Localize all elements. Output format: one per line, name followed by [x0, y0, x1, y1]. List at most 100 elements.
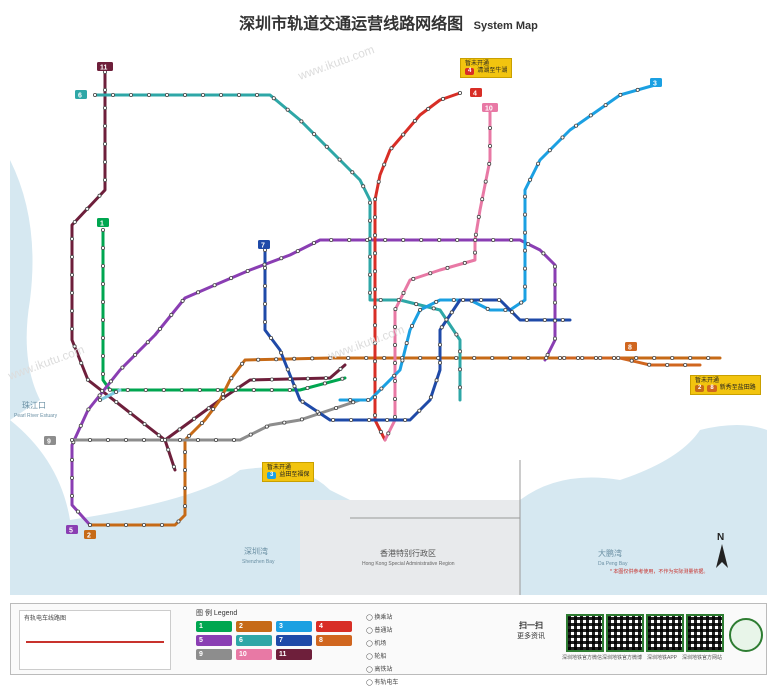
- station-marker: [101, 281, 106, 286]
- line-badge-label: 4: [473, 91, 477, 98]
- station-marker: [603, 103, 608, 108]
- qr-code-site[interactable]: [686, 614, 724, 652]
- station-marker: [70, 437, 75, 442]
- notice-line8-badge: 8: [707, 385, 717, 393]
- legend-symbol: ◯ 高铁站: [366, 667, 393, 673]
- line-badge-label: 3: [653, 81, 657, 88]
- station-marker: [588, 113, 593, 118]
- metro-logo-icon: [729, 618, 763, 652]
- line-badge-3[interactable]: [650, 78, 662, 87]
- line-badge-7[interactable]: [258, 240, 270, 249]
- station-marker: [524, 317, 529, 322]
- station-marker: [177, 427, 182, 432]
- station-marker: [547, 148, 552, 153]
- station-marker: [373, 197, 378, 202]
- station-marker: [311, 240, 316, 245]
- station-marker: [545, 352, 550, 357]
- station-marker: [240, 361, 245, 366]
- station-marker: [161, 387, 166, 392]
- station-marker: [334, 405, 339, 410]
- station-marker: [236, 93, 241, 98]
- station-marker: [70, 236, 75, 241]
- station-marker: [346, 355, 351, 360]
- legend-line-1: 1: [196, 621, 232, 632]
- station-marker: [451, 297, 456, 302]
- notice-line4-title: 暂未开通: [465, 61, 490, 67]
- station-marker: [166, 447, 171, 452]
- station-marker: [417, 408, 422, 413]
- station-marker: [229, 376, 234, 381]
- line-badge-4[interactable]: [470, 88, 482, 97]
- station-marker: [485, 306, 490, 311]
- hk-en: Hong Kong Special Administrative Region: [362, 561, 455, 567]
- station-marker: [372, 341, 377, 346]
- station-marker: [271, 96, 276, 101]
- tram-map-caption: 有轨电车线路图: [24, 616, 67, 622]
- station-marker: [670, 355, 675, 360]
- station-marker: [70, 308, 75, 313]
- station-marker: [523, 230, 528, 235]
- line-badge-label: 5: [69, 528, 73, 535]
- line-badge-10[interactable]: [482, 103, 498, 112]
- line-badge-6[interactable]: [75, 90, 87, 99]
- hk-label: 香港特别行政区: [380, 548, 436, 558]
- station-marker: [393, 307, 398, 312]
- station-marker: [372, 269, 377, 274]
- line-badge-11[interactable]: [97, 62, 113, 71]
- station-marker: [386, 431, 391, 436]
- station-marker: [337, 157, 342, 162]
- station-marker: [76, 509, 81, 514]
- station-marker: [287, 387, 292, 392]
- notice-line3-title: 暂未开通: [267, 465, 292, 471]
- station-marker: [279, 256, 284, 261]
- line-badge-5[interactable]: [66, 525, 78, 534]
- station-marker: [635, 87, 640, 92]
- station-marker: [367, 236, 372, 241]
- line-badge-8[interactable]: [625, 342, 637, 351]
- legend-line-8: 8: [316, 635, 352, 646]
- station-marker: [372, 233, 377, 238]
- line-badge-9[interactable]: [44, 436, 56, 445]
- line-badge-2[interactable]: [84, 530, 96, 539]
- station-marker: [300, 399, 305, 404]
- station-marker: [476, 214, 481, 219]
- line-badge-label: 7: [261, 243, 265, 250]
- station-marker: [372, 377, 377, 382]
- station-marker: [428, 271, 433, 276]
- dapeng-bay-en: Da Peng Bay: [598, 561, 628, 567]
- station-marker: [146, 93, 151, 98]
- station-marker: [285, 367, 290, 372]
- station-marker: [401, 290, 406, 295]
- station-marker: [182, 468, 187, 473]
- station-marker: [418, 307, 423, 312]
- station-marker: [142, 422, 147, 427]
- station-marker: [367, 254, 372, 259]
- line-badge-1[interactable]: [97, 218, 109, 227]
- station-marker: [434, 378, 439, 383]
- station-marker: [366, 397, 371, 402]
- station-marker: [128, 411, 133, 416]
- station-marker: [396, 297, 401, 302]
- station-marker: [295, 249, 300, 254]
- shenzhen-bay-label: 深圳湾: [244, 546, 268, 556]
- station-marker: [349, 417, 354, 422]
- station-marker: [254, 93, 259, 98]
- qr-code-wechat[interactable]: [566, 614, 604, 652]
- station-marker: [310, 356, 315, 361]
- station-marker: [523, 284, 528, 289]
- qr-code-app[interactable]: [646, 614, 684, 652]
- station-marker: [103, 106, 108, 111]
- station-marker: [457, 385, 462, 390]
- station-marker: [106, 523, 111, 528]
- qr-code-weibo[interactable]: [606, 614, 644, 652]
- station-marker: [576, 355, 581, 360]
- station-marker: [401, 132, 406, 137]
- station-marker: [382, 162, 387, 167]
- station-marker: [221, 395, 226, 400]
- station-marker: [487, 143, 492, 148]
- station-marker: [251, 387, 256, 392]
- station-marker: [560, 135, 565, 140]
